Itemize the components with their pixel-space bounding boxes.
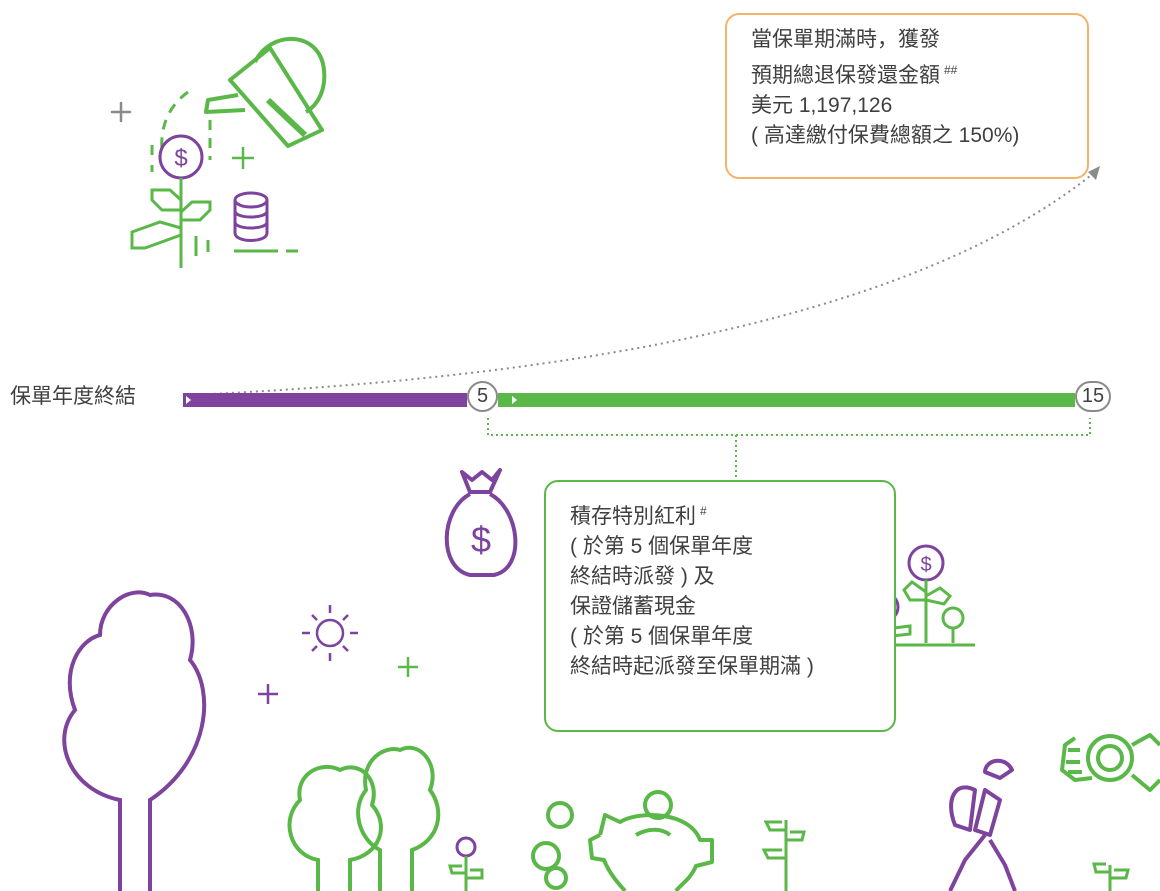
tree-icon — [287, 745, 441, 891]
maturity-line-4: ( 高達繳付保費總額之 150%) — [751, 124, 1020, 147]
bonus-line-4: 保證儲蓄現金 — [570, 595, 696, 618]
tree-icon — [62, 590, 207, 891]
piggy-bank-icon — [588, 790, 714, 891]
plus-icon — [232, 147, 254, 169]
timeline-bar-purple — [183, 393, 467, 407]
timeline-label: 保單年度終結 — [10, 385, 136, 408]
plus-icon — [258, 684, 278, 704]
bonus-line-1-text: 積存特別紅利 — [570, 505, 696, 528]
footnote-mark: # — [700, 504, 707, 518]
hiker-icon — [948, 758, 1017, 891]
dollar-sign-glyph: $ — [174, 145, 187, 172]
camera-icon — [1060, 733, 1160, 792]
growth-curve-arrow — [189, 171, 1096, 396]
watering-can-icon — [204, 37, 327, 148]
coin-stack-icon — [233, 191, 269, 242]
water-drops-icon — [160, 90, 212, 160]
maturity-callout: 當保單期滿時，獲發 預期總退保發還金額 ## 美元 1,197,126 ( 高達繳… — [725, 13, 1089, 179]
sun-icon — [302, 605, 358, 661]
timeline-bar-green — [498, 393, 1075, 407]
footnote-mark: ## — [944, 63, 958, 77]
plus-icon — [398, 657, 418, 677]
year-marker-end: 15 — [1075, 381, 1111, 412]
money-plant-icon — [130, 134, 212, 268]
bonus-line-1: 積存特別紅利 # — [570, 496, 894, 532]
bonus-line-3: 終結時派發 ) 及 — [570, 565, 715, 588]
sprout-icon — [448, 836, 484, 891]
maturity-line-1: 當保單期滿時，獲發 — [751, 28, 940, 51]
maturity-line-2: 預期總退保發還金額 ## — [751, 55, 1087, 91]
bonus-line-5: ( 於第 5 個保單年度 — [570, 625, 754, 648]
sprout-icon — [761, 820, 806, 891]
dollar-sign-glyph: $ — [471, 519, 491, 560]
bonus-callout: 積存特別紅利 # ( 於第 5 個保單年度 終結時派發 ) 及 保證儲蓄現金 ( … — [544, 480, 896, 732]
dollar-sign-glyph: $ — [920, 554, 931, 576]
timeline-bracket — [487, 418, 1091, 480]
bonus-line-6: 終結時起派發至保單期滿 ) — [570, 655, 814, 678]
year-marker-start: 5 — [467, 381, 498, 412]
bonus-line-2: ( 於第 5 個保單年度 — [570, 535, 754, 558]
coins-icon — [531, 801, 574, 890]
sprout-icon — [1092, 862, 1130, 891]
timeline-mid-arrow — [512, 396, 517, 404]
plus-icon — [110, 101, 132, 123]
maturity-line-2-text: 預期總退保發還金額 — [751, 64, 940, 87]
timeline-start-arrow — [186, 396, 191, 404]
arrow-head — [1088, 166, 1100, 180]
maturity-amount: 美元 1,197,126 — [751, 94, 893, 117]
money-bag-icon — [444, 468, 518, 577]
